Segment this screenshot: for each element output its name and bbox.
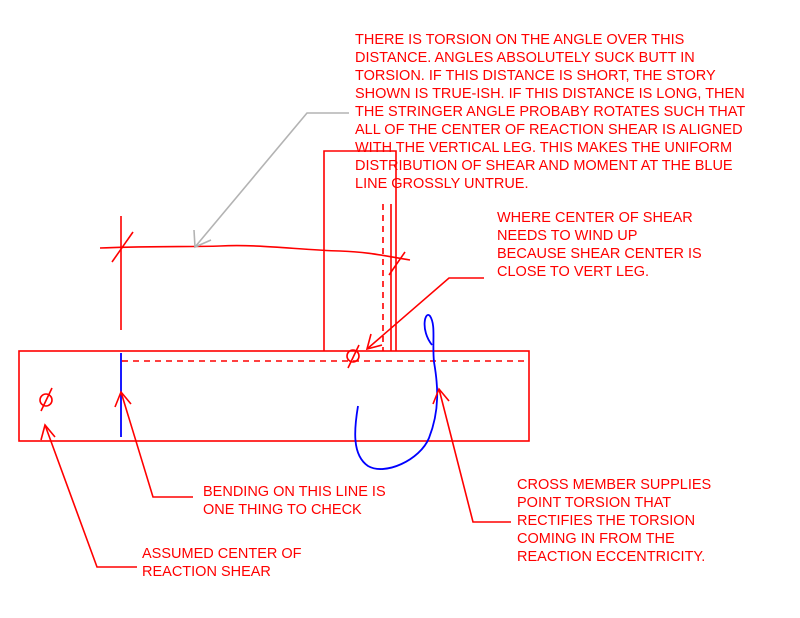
cross-member-torsion-curve [354,314,439,470]
bending-leader [114,390,193,498]
assumed-center-leader [40,423,137,568]
shear-center-leader [365,277,484,351]
bending-leader-line [120,391,193,498]
target-center-slash [347,344,360,369]
assumed-center-leader-line [44,424,137,568]
shear-center-leader-line [366,277,484,350]
torsion-leader-arrowhead [193,229,212,249]
blue-annotations [120,314,439,470]
torsion-distance-dimension [99,216,411,330]
assumed-center-leader-arrowhead [40,423,56,441]
cross-member-leader-arrowhead [432,387,450,405]
angle-section-sketch [18,150,530,442]
cross-member-leader [432,387,511,523]
torsion-leader [193,112,349,249]
torsion-note: THERE IS TORSION ON THE ANGLE OVER THIS … [355,32,749,192]
bending-leader-arrowhead [114,390,132,408]
assumed-center-note: ASSUMED CENTER OF REACTION SHEAR [142,546,306,580]
dimension-line [99,244,411,261]
torsion-leader-line [194,112,349,248]
assumed-center-slash [40,387,53,412]
cross-member-rectangle [18,350,530,442]
cross-member-leader-line [438,388,511,523]
cross-member-note: CROSS MEMBER SUPPLIES POINT TORSION THAT… [517,477,715,565]
bending-note: BENDING ON THIS LINE IS ONE THING TO CHE… [203,484,390,518]
dimension-tick-left-slash [111,231,134,263]
dimension-tick-right-slash [388,251,406,276]
target-center-circle [346,349,360,363]
assumed-center-circle [39,393,53,407]
target-center-symbol [346,344,360,369]
shear-center-note: WHERE CENTER OF SHEAR NEEDS TO WIND UP B… [497,210,706,280]
assumed-center-symbol [39,387,53,412]
shear-center-leader-arrowhead [365,333,383,351]
